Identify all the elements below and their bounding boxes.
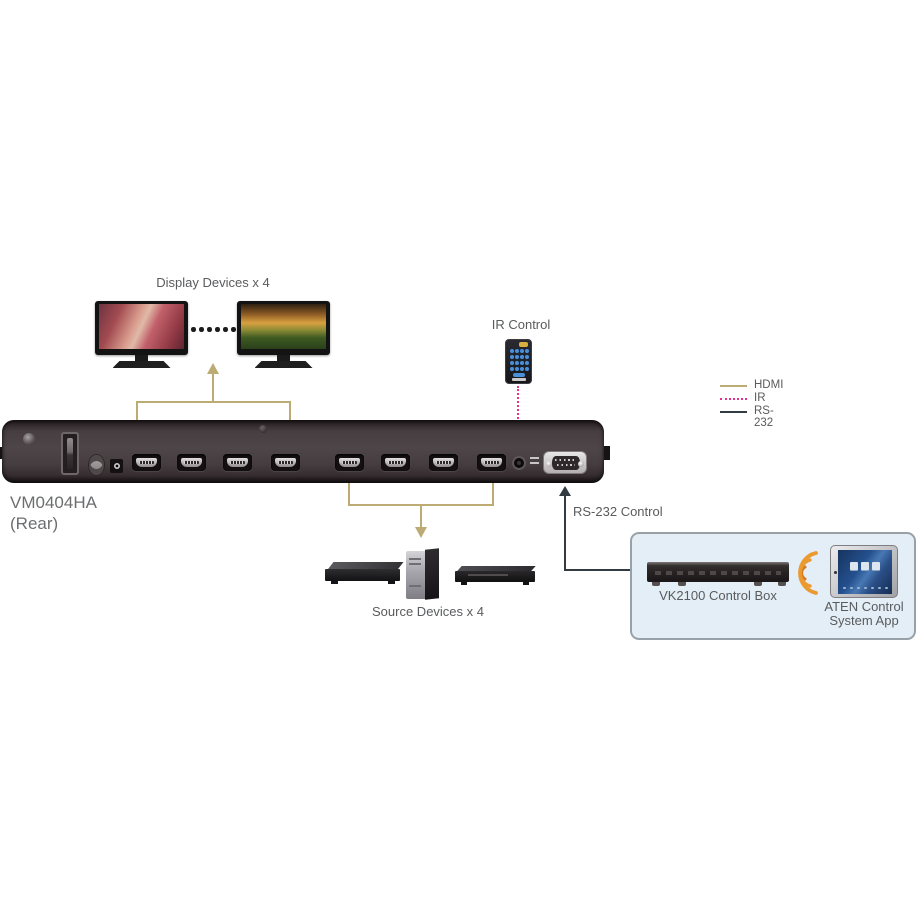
- hdmi-bracket-left-leg: [136, 401, 138, 421]
- legend-label: IR: [754, 392, 766, 404]
- vk2100-label: VK2100 Control Box: [659, 588, 777, 603]
- tablet-icon: [830, 545, 898, 598]
- dvd-player-body: [455, 571, 535, 582]
- view-text: (Rear): [10, 513, 59, 533]
- rs232-db9-port: [543, 451, 587, 474]
- control-panel-box: VK2100 Control Box ATEN Control System A…: [630, 532, 916, 640]
- remote-control-icon: [505, 339, 532, 384]
- rs232-line-sample: [720, 411, 747, 413]
- remote-power-button: [519, 342, 528, 347]
- monitor-screen: [99, 304, 184, 349]
- db9-socket: [552, 456, 580, 470]
- app-toolbar-dots: [843, 586, 888, 589]
- hdmi-arrow-stem: [212, 374, 214, 402]
- hdmi-down-arrow-stem: [420, 506, 422, 528]
- ir-dotted-line: [517, 386, 519, 442]
- model-text: VM0404HA: [10, 493, 97, 512]
- pc-front: [406, 551, 425, 599]
- db9-screw: [546, 460, 552, 467]
- hdmi-input-bracket: [348, 504, 494, 506]
- rs232-arrow-up: [559, 486, 571, 496]
- monitor-icon: [237, 301, 330, 368]
- monitor-frame: [237, 301, 330, 355]
- rs232-horizontal-line: [564, 569, 632, 571]
- aten-app-label: ATEN Control System App: [814, 600, 914, 627]
- power-rocker: [67, 438, 73, 469]
- display-devices-label: Display Devices x 4: [156, 275, 270, 290]
- hdmi-connector: [481, 458, 502, 467]
- remote-keypad: [509, 349, 529, 371]
- ir-port: [512, 456, 526, 470]
- vk2100-ports: [655, 571, 781, 575]
- ac-socket: [88, 454, 105, 476]
- rs232-control-label: RS-232 Control: [573, 504, 663, 519]
- monitor-stand: [135, 355, 148, 361]
- hdmi-out-port-1: [132, 454, 161, 471]
- vm0404ha-rear-panel: [2, 420, 604, 483]
- device-model-label: VM0404HA (Rear): [10, 493, 97, 534]
- dvd-tray: [468, 574, 508, 576]
- hdmi-output-bracket: [136, 401, 291, 403]
- hdmi-input-right-leg: [492, 483, 494, 506]
- ir-control-label: IR Control: [491, 317, 551, 332]
- panel-marks: [530, 457, 539, 467]
- right-mount-tab: [602, 446, 610, 460]
- hdmi-connector: [385, 458, 406, 467]
- pc-side: [425, 548, 439, 600]
- power-switch: [61, 432, 79, 475]
- monitor-icon: [95, 301, 188, 368]
- av-player-body: [325, 569, 400, 581]
- hdmi-connector: [433, 458, 454, 467]
- hdmi-out-port-2: [177, 454, 206, 471]
- db9-screw: [578, 460, 584, 467]
- ellipsis-dots: [191, 327, 236, 332]
- hdmi-arrow-down: [415, 527, 427, 538]
- hdmi-in-port-3: [429, 454, 458, 471]
- hdmi-in-port-1: [335, 454, 364, 471]
- legend-label: HDMI: [754, 379, 784, 391]
- vk2100-control-box-icon: [647, 562, 789, 582]
- hdmi-input-left-leg: [348, 483, 350, 506]
- monitor-base: [112, 361, 171, 368]
- hdmi-out-port-3: [223, 454, 252, 471]
- monitor-frame: [95, 301, 188, 355]
- legend-label: RS-232: [754, 405, 774, 429]
- grounding-screw: [23, 433, 35, 445]
- dc-power-jack: [110, 459, 123, 473]
- hdmi-in-port-2: [381, 454, 410, 471]
- tablet-screen: [838, 550, 892, 594]
- app-tiles: [850, 562, 880, 570]
- hdmi-line-sample: [720, 385, 747, 387]
- monitor-stand: [277, 355, 290, 361]
- hdmi-bracket-right-leg: [289, 401, 291, 421]
- remote-label-strip: [512, 378, 526, 381]
- wifi-signal-icon: [798, 551, 818, 595]
- hdmi-connector: [227, 458, 248, 467]
- hdmi-connector: [275, 458, 296, 467]
- aten-app-line1: ATEN Control: [824, 599, 904, 614]
- hdmi-arrow-up: [207, 363, 219, 374]
- remote-wide-button: [513, 373, 525, 377]
- hdmi-connector: [136, 458, 157, 467]
- hdmi-in-port-4: [477, 454, 506, 471]
- case-screw: [259, 425, 267, 433]
- ir-line-sample: [720, 398, 747, 400]
- rs232-vertical-line: [564, 495, 566, 571]
- hdmi-out-port-4: [271, 454, 300, 471]
- aten-app-line2: System App: [829, 612, 899, 628]
- hdmi-connector: [181, 458, 202, 467]
- source-devices-label: Source Devices x 4: [372, 604, 484, 619]
- tablet-camera: [834, 571, 837, 574]
- monitor-base: [254, 361, 313, 368]
- monitor-screen: [241, 304, 326, 349]
- hdmi-connector: [339, 458, 360, 467]
